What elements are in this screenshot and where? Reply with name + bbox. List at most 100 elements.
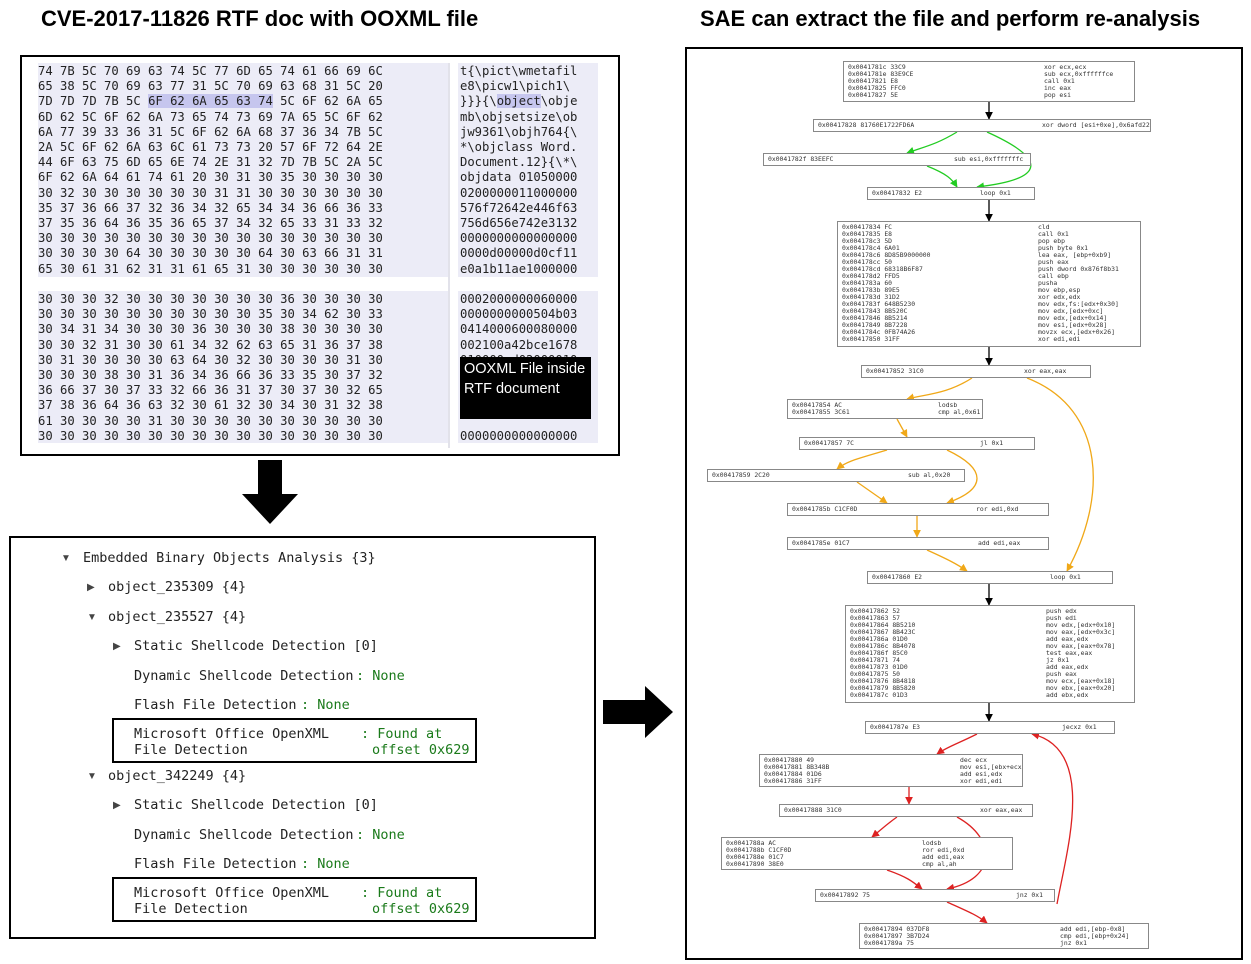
hex-line: 30 32 30 30 30 30 30 30 31 31 30 30 30 3… xyxy=(38,185,383,200)
instruction-address: 0x00417890 38E0 xyxy=(726,860,784,868)
graph-node-n8[interactable]: 0x00417857 7C jl 0x1 xyxy=(799,437,1035,450)
instruction-operands: push byte 0x1 xyxy=(1038,244,1089,252)
instruction-operands: mov edx,fs:[edx+0x30] xyxy=(1038,300,1119,308)
graph-edge xyxy=(836,449,888,470)
tree-object-342249[interactable]: object_342249 {4} xyxy=(108,768,247,784)
instruction-operands: add edi,eax xyxy=(978,539,1021,547)
tree-dynamic-shellcode-label: Dynamic Shellcode Detection xyxy=(134,668,354,684)
hex-line: 0200000011000000 xyxy=(460,185,578,200)
instruction-address: 0x00417850 31FF xyxy=(842,335,900,343)
instruction-address: 0x00417859 2C20 xyxy=(712,471,770,479)
collapsed-triangle-icon[interactable]: ▶ xyxy=(113,800,121,811)
ooxml-detection-box xyxy=(112,718,477,763)
instruction-address: 0x00417857 7C xyxy=(804,439,855,447)
instruction-address: 0x00417879 8B5820 xyxy=(850,684,916,692)
instruction-operands: jnz 0x1 xyxy=(1060,939,1087,947)
hex-line: 0414000600080000 xyxy=(460,322,578,337)
instruction-operands: add esi,edx xyxy=(960,770,1003,778)
instruction-operands: jl 0x1 xyxy=(980,439,1004,447)
graph-edge xyxy=(906,377,973,402)
instruction-operands: mov eax,[eax+0x78] xyxy=(1046,642,1116,650)
collapsed-triangle-icon[interactable]: ▶ xyxy=(87,582,95,593)
instruction-operands: ror edi,0xd xyxy=(922,846,965,854)
instruction-operands: call ebp xyxy=(1038,272,1069,280)
hex-line: 0000000000504b03 xyxy=(460,307,578,322)
instruction-address: 0x00417867 8B423C xyxy=(850,628,916,636)
right-arrow-icon xyxy=(603,686,673,738)
graph-edge xyxy=(1026,377,1094,572)
instruction-operands: xor ecx,ecx xyxy=(1044,63,1087,71)
instruction-address: 0x00417881 8B348B xyxy=(764,763,830,771)
instruction-operands: lodsb xyxy=(938,401,958,409)
tree-static-shellcode[interactable]: Static Shellcode Detection [0] xyxy=(134,638,378,654)
graph-edge xyxy=(976,131,1032,191)
instruction-operands: add edi,[ebp-0x8] xyxy=(1060,925,1126,933)
instruction-address: 0x00417863 57 xyxy=(850,614,901,622)
instruction-address: 0x004178cc 50 xyxy=(842,258,893,266)
instruction-address: 0x00417897 3B7D24 xyxy=(864,932,930,940)
instruction-address: 0x0041788e 01C7 xyxy=(726,853,784,861)
instruction-address: 0x00417852 31C0 xyxy=(866,367,924,375)
instruction-operands: jecxz 0x1 xyxy=(1062,723,1097,731)
tree-root[interactable]: Embedded Binary Objects Analysis {3} xyxy=(83,550,376,566)
instruction-operands: mov eax,[edx+0x3c] xyxy=(1046,628,1116,636)
tree-object-235527[interactable]: object_235527 {4} xyxy=(108,609,247,625)
expanded-triangle-icon[interactable]: ▼ xyxy=(87,612,97,623)
hex-dump-panel: 74 7B 5C 70 69 63 74 5C 77 6D 65 74 61 6… xyxy=(20,55,620,456)
instruction-address: 0x0041788a AC xyxy=(726,839,777,847)
graph-edge xyxy=(871,816,898,838)
instruction-address: 0x00417843 8B520C xyxy=(842,307,908,315)
expanded-triangle-icon[interactable]: ▼ xyxy=(61,553,71,564)
tree-object-235309[interactable]: object_235309 {4} xyxy=(108,579,247,595)
hex-line: }}}{\object\obje xyxy=(460,94,578,109)
instruction-address: 0x004178cd 68318B6F87 xyxy=(842,265,923,273)
instruction-address: 0x00417864 8B5210 xyxy=(850,621,916,629)
collapsed-triangle-icon[interactable]: ▶ xyxy=(113,641,121,652)
instruction-address: 0x00417825 FFC0 xyxy=(848,84,906,92)
graph-edge xyxy=(856,481,888,504)
instruction-address: 0x00417854 AC xyxy=(792,401,843,409)
instruction-operands: loop 0x1 xyxy=(1050,573,1081,581)
instruction-address: 0x00417873 01D0 xyxy=(850,663,908,671)
instruction-address: 0x0041784c 0FB74A26 xyxy=(842,328,916,336)
tree-static-shellcode[interactable]: Static Shellcode Detection [0] xyxy=(134,797,378,813)
expanded-triangle-icon[interactable]: ▼ xyxy=(87,771,97,782)
instruction-operands: push edx xyxy=(1046,607,1077,615)
tree-flash-label: Flash File Detection xyxy=(134,697,297,713)
